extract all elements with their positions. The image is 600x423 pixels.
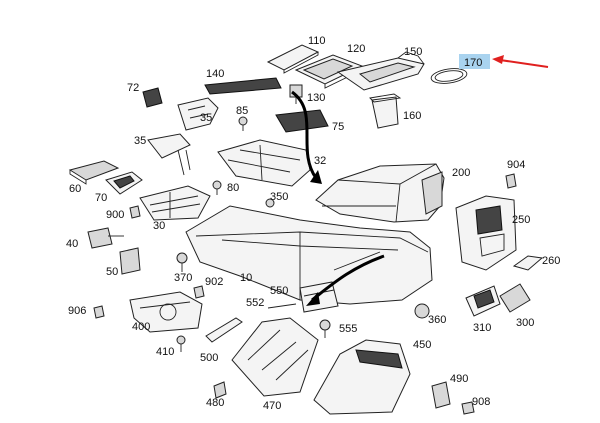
part-410-screw bbox=[176, 335, 186, 352]
label-260: 260 bbox=[542, 255, 560, 267]
label-150: 150 bbox=[404, 46, 422, 58]
highlight-box bbox=[459, 54, 490, 69]
part-110-lid-pad bbox=[266, 44, 320, 74]
red-pointer-arrow bbox=[492, 55, 549, 68]
label-350: 350 bbox=[270, 191, 288, 203]
part-160-cup-insert bbox=[369, 93, 402, 129]
part-900-clip bbox=[129, 205, 141, 219]
part-908-clip bbox=[461, 401, 475, 415]
part-470-duct bbox=[231, 317, 319, 397]
label-50: 50 bbox=[106, 266, 118, 278]
part-72-switch bbox=[142, 87, 163, 108]
part-200-armrest bbox=[315, 163, 445, 223]
part-500-bracket bbox=[205, 317, 243, 343]
part-490-socket bbox=[431, 381, 451, 409]
label-160: 160 bbox=[403, 110, 421, 122]
label-902: 902 bbox=[205, 276, 223, 288]
label-490: 490 bbox=[450, 373, 468, 385]
label-908: 908 bbox=[472, 396, 490, 408]
part-906-clip bbox=[93, 305, 105, 319]
part-35-upper-bracket bbox=[177, 97, 219, 131]
part-904-clip bbox=[505, 173, 517, 189]
part-370-screw bbox=[176, 252, 188, 272]
leader-arrows bbox=[291, 90, 385, 306]
part-70-trim bbox=[105, 171, 143, 195]
part-85-screw bbox=[238, 116, 248, 131]
label-35a: 35 bbox=[200, 112, 212, 124]
part-480-clip bbox=[213, 381, 227, 399]
part-150-lid-cover bbox=[336, 51, 425, 91]
label-906: 906 bbox=[68, 305, 86, 317]
label-10: 10 bbox=[240, 272, 252, 284]
label-70: 70 bbox=[95, 192, 107, 204]
part-260-panel bbox=[512, 255, 544, 271]
part-170-seal bbox=[430, 68, 468, 84]
label-904: 904 bbox=[507, 159, 525, 171]
part-140-grille-mat bbox=[204, 77, 282, 95]
part-80-screw bbox=[212, 180, 222, 195]
label-400: 400 bbox=[132, 321, 150, 333]
part-50-connector bbox=[119, 247, 141, 275]
label-470: 470 bbox=[263, 400, 281, 412]
part-75-filter bbox=[275, 109, 329, 133]
part-310-cover bbox=[465, 285, 501, 317]
label-480: 480 bbox=[206, 397, 224, 409]
label-450: 450 bbox=[413, 339, 431, 351]
label-170: 170 bbox=[464, 57, 482, 69]
label-410: 410 bbox=[156, 346, 174, 358]
label-555: 555 bbox=[339, 323, 357, 335]
part-10-console-body bbox=[185, 205, 433, 305]
part-300-cover bbox=[499, 283, 531, 313]
part-60-tray bbox=[68, 160, 120, 185]
label-550: 550 bbox=[270, 285, 288, 297]
label-32: 32 bbox=[314, 155, 326, 167]
label-35b: 35 bbox=[134, 135, 146, 147]
label-120: 120 bbox=[347, 43, 365, 55]
label-130: 130 bbox=[307, 92, 325, 104]
part-902-clip bbox=[193, 285, 205, 299]
label-300: 300 bbox=[516, 317, 534, 329]
part-30-mechanism bbox=[139, 185, 211, 221]
part-350-fastener bbox=[265, 198, 275, 208]
label-250: 250 bbox=[512, 214, 530, 226]
label-40: 40 bbox=[66, 238, 78, 250]
label-310: 310 bbox=[473, 322, 491, 334]
part-32-shifter-module bbox=[217, 139, 311, 187]
part-40-connector bbox=[87, 227, 124, 249]
label-200: 200 bbox=[452, 167, 470, 179]
part-400-module bbox=[129, 291, 203, 333]
part-450-cover bbox=[313, 339, 411, 415]
label-75: 75 bbox=[332, 121, 344, 133]
label-60: 60 bbox=[69, 183, 81, 195]
label-72: 72 bbox=[127, 82, 139, 94]
label-110: 110 bbox=[308, 35, 326, 47]
label-370: 370 bbox=[174, 272, 192, 284]
label-80: 80 bbox=[227, 182, 239, 194]
label-140: 140 bbox=[206, 68, 224, 80]
part-555-screw bbox=[319, 319, 331, 338]
part-250-rear-vent bbox=[455, 195, 517, 271]
label-500: 500 bbox=[200, 352, 218, 364]
part-35-lower-bracket bbox=[147, 133, 191, 176]
label-30: 30 bbox=[153, 220, 165, 232]
label-360: 360 bbox=[428, 314, 446, 326]
label-85: 85 bbox=[236, 105, 248, 117]
label-900: 900 bbox=[106, 209, 124, 221]
part-360-plug bbox=[414, 303, 430, 319]
label-552: 552 bbox=[246, 297, 264, 309]
